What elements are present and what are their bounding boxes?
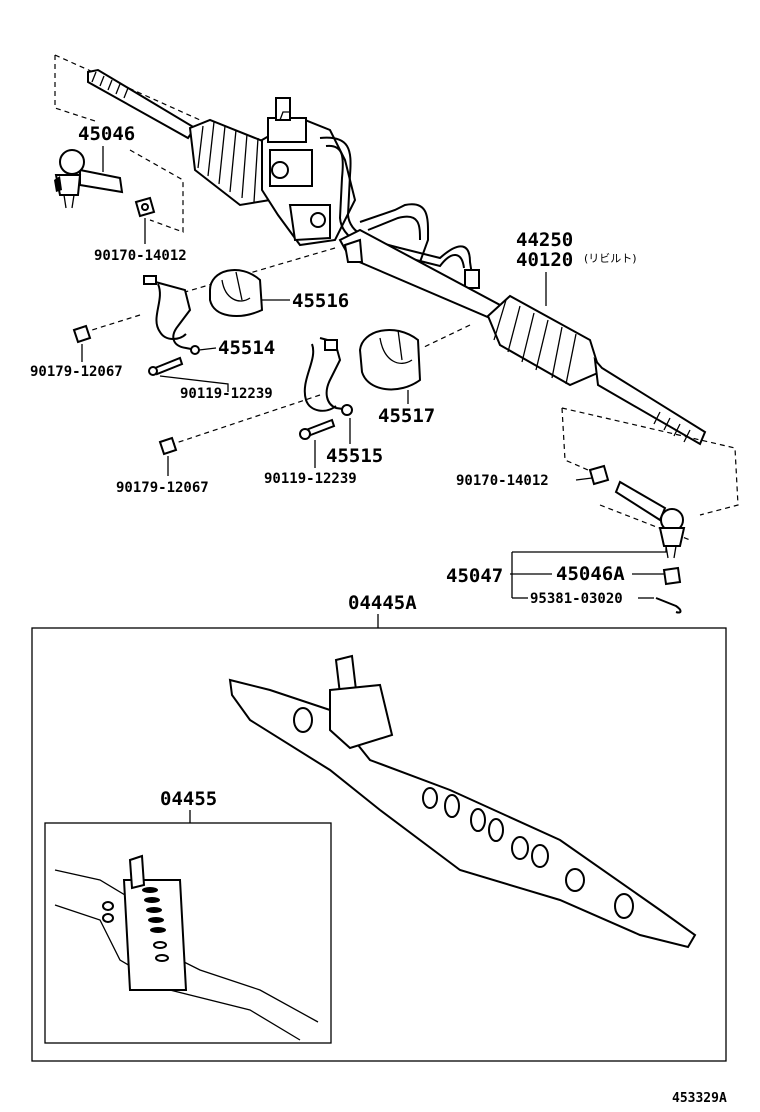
part-number-45046A: 45046A bbox=[556, 563, 625, 585]
left-bellows-boot bbox=[188, 118, 272, 207]
gasket-kit-box: 04445A bbox=[31, 592, 727, 1062]
part-number-45514: 45514 bbox=[218, 337, 275, 359]
part-number-90170-lower: 90170-14012 bbox=[456, 473, 549, 489]
seal-kit-box: 04455 bbox=[44, 788, 332, 1044]
part-number-45516: 45516 bbox=[292, 290, 349, 312]
castle-nut bbox=[662, 566, 682, 586]
part-number-95381: 95381-03020 bbox=[530, 591, 623, 607]
part-number-45047: 45047 bbox=[446, 565, 503, 587]
right-rack-end bbox=[593, 356, 707, 446]
label-45046: 45046 bbox=[78, 123, 135, 172]
bolt-lower bbox=[299, 418, 336, 440]
label-45516: 45516 bbox=[262, 290, 349, 312]
part-number-04455: 04455 bbox=[160, 788, 217, 810]
right-dashed-frame bbox=[561, 407, 739, 541]
kit-rack-housing bbox=[228, 654, 697, 949]
nut-upper-left bbox=[134, 196, 156, 218]
label-90119-upper: 90119-12239 bbox=[159, 375, 273, 402]
label-90119-lower: 90119-12239 bbox=[264, 440, 357, 487]
label-90179-upper: 90179-12067 bbox=[30, 344, 123, 380]
right-bellows-boot bbox=[486, 294, 602, 387]
part-number-90119-upper: 90119-12239 bbox=[180, 386, 273, 402]
label-90179-lower: 90179-12067 bbox=[116, 456, 209, 496]
part-number-40120: 40120 bbox=[516, 249, 573, 271]
label-45517: 45517 bbox=[378, 390, 435, 427]
part-number-45515: 45515 bbox=[326, 445, 383, 467]
nut-right bbox=[588, 464, 610, 486]
seal-kit-housing bbox=[54, 854, 319, 1041]
part-number-45046: 45046 bbox=[78, 123, 135, 145]
gear-housing bbox=[261, 97, 357, 247]
part-number-90119-lower: 90119-12239 bbox=[264, 471, 357, 487]
bolt-upper bbox=[148, 356, 184, 376]
label-90170-upper: 90170-14012 bbox=[94, 218, 187, 264]
label-45515: 45515 bbox=[326, 418, 383, 467]
bracket-45515 bbox=[303, 337, 353, 416]
part-number-90179-upper: 90179-12067 bbox=[30, 364, 123, 380]
label-90170-lower: 90170-14012 bbox=[456, 473, 593, 489]
nut-left-2 bbox=[158, 436, 178, 456]
bushing-45517 bbox=[358, 328, 422, 391]
part-number-90170-upper: 90170-14012 bbox=[94, 248, 187, 264]
cotter-pin bbox=[655, 597, 682, 614]
label-45047-group: 45047 45046A 95381-03020 bbox=[446, 546, 667, 607]
bushing-45516 bbox=[209, 269, 264, 317]
label-44250-40120: 44250 40120 (リビルト) bbox=[516, 229, 637, 306]
bracket-45514 bbox=[143, 275, 200, 355]
tie-rod-end-right bbox=[614, 480, 686, 559]
part-number-04445A: 04445A bbox=[348, 592, 417, 614]
rebuilt-note: (リビルト) bbox=[584, 252, 637, 265]
figure-id: 453329A bbox=[672, 1091, 727, 1106]
label-45514: 45514 bbox=[198, 337, 275, 359]
part-number-45517: 45517 bbox=[378, 405, 435, 427]
part-number-90179-lower: 90179-12067 bbox=[116, 480, 209, 496]
left-dashed-frame bbox=[54, 54, 201, 233]
part-number-44250: 44250 bbox=[516, 229, 573, 251]
nut-left-1 bbox=[72, 324, 92, 344]
tie-rod-end-left bbox=[54, 149, 124, 209]
